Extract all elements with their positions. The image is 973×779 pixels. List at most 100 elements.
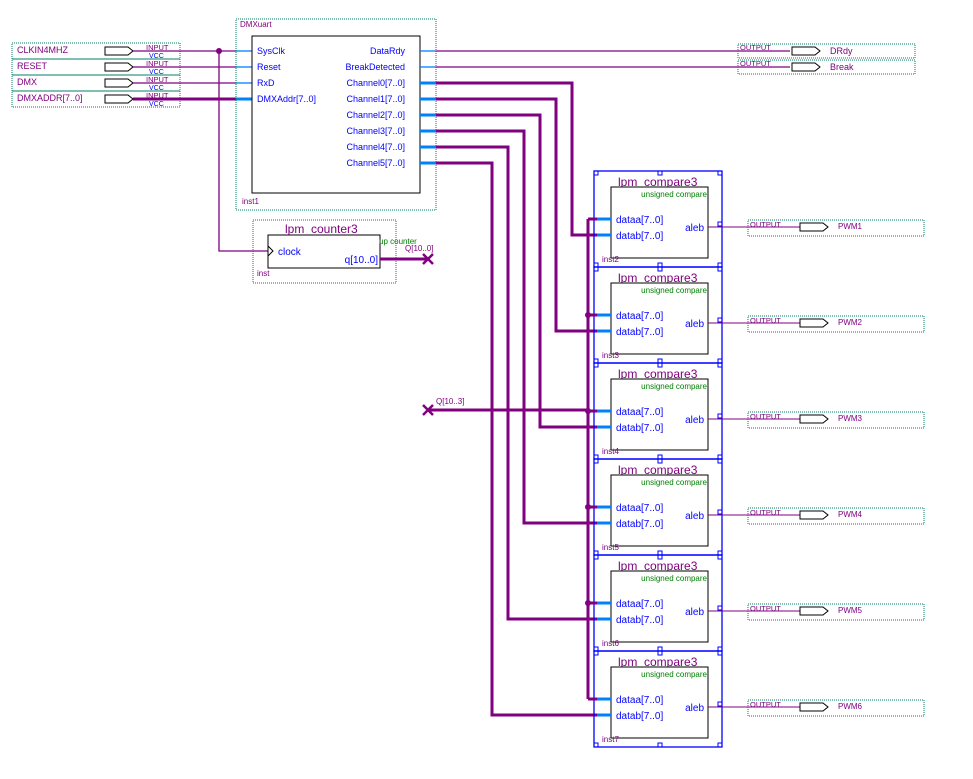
handle-icon [717,413,723,419]
dataa-port: dataa[7..0] [616,311,663,322]
dmxuart-output-port: Channel1[7..0] [346,94,405,104]
pwm-output-pin[interactable] [747,315,925,333]
aleb-port: aleb [685,223,704,234]
dataa-port: dataa[7..0] [616,695,663,706]
pwm-output-pin[interactable] [747,507,925,525]
input-pin-default: VCC [149,85,164,92]
output-pin-icon [791,62,821,72]
handle-icon [717,650,723,656]
dataa-port: dataa[7..0] [616,215,663,226]
bus-label: Q[10..3] [436,397,464,406]
output-pin-icon [799,510,829,520]
output-pin-icon [799,606,829,616]
handle-icon [593,458,599,464]
output-pin-icon [799,414,829,424]
handle-icon [717,554,723,560]
dmxuart-input-port: RxD [257,78,275,88]
compare-block[interactable] [610,570,709,643]
compare-instance: inst6 [602,639,619,648]
output-pin-name: PWM2 [838,318,863,327]
handle-icon [657,650,663,656]
compare-instance: inst4 [602,447,619,456]
channel-bus-3[interactable] [436,129,597,525]
handle-icon [593,362,599,368]
counter-frame[interactable] [252,219,397,284]
dmxuart-output-port: Channel4[7..0] [346,142,405,152]
counter-q-port: q[10..0] [345,255,379,266]
pwm-output-pin[interactable] [747,219,925,237]
pwm-output-pin[interactable] [747,411,925,429]
handle-icon [657,362,663,368]
datab-port: datab[7..0] [616,711,663,722]
compare-type: unsigned compare [641,286,707,295]
channel-bus-4[interactable] [436,145,597,621]
compare-block[interactable] [610,378,709,451]
output-pin-1[interactable] [737,59,916,75]
channel-bus-1[interactable] [436,97,597,333]
output-pin-name: PWM5 [838,606,863,615]
dataa-port: dataa[7..0] [616,599,663,610]
input-pin-default: VCC [149,101,164,108]
channel-bus-0[interactable] [436,81,597,237]
dmxuart-output-port: DataRdy [370,46,406,56]
output-pin-icon [791,46,821,56]
output-pin-icon [799,318,829,328]
channel-bus-5[interactable] [436,161,597,717]
dmxuart-output-port: Channel0[7..0] [346,78,405,88]
channel-bus-2[interactable] [436,113,597,429]
dmxuart-output-port: BreakDetected [345,62,405,72]
dmxuart-frame[interactable] [235,18,437,211]
dmxuart-input-port: SysClk [257,46,286,56]
junction-dot [585,504,591,510]
input-pin-icon [104,78,134,88]
handle-icon [593,170,599,176]
compare-block[interactable] [610,282,709,355]
output-pin-type: OUTPUT [750,220,781,229]
handle-icon [657,742,663,748]
datab-port: datab[7..0] [616,327,663,338]
compare-type: unsigned compare [641,478,707,487]
aleb-port: aleb [685,415,704,426]
output-pin-name: PWM4 [838,510,863,519]
dmxuart-output-port: Channel2[7..0] [346,110,405,120]
counter-clock-port: clock [278,247,302,258]
clock-wire[interactable] [218,51,268,252]
handle-icon [593,650,599,656]
pwm-output-pin[interactable] [747,699,925,717]
datab-port: datab[7..0] [616,231,663,242]
aleb-port: aleb [685,703,704,714]
input-pin-type: INPUT [146,59,169,68]
compare-block[interactable] [610,474,709,547]
input-pin-name: CLKIN4MHZ [17,45,69,55]
output-pin-icon [799,702,829,712]
handle-icon [717,701,723,707]
output-pin-name: Break [830,62,854,72]
compare-title: lpm_compare3 [618,655,698,669]
input-pin-default: VCC [149,53,164,60]
input-pin-type: INPUT [146,43,169,52]
handle-icon [717,605,723,611]
input-pin-icon [104,46,134,56]
junction-dot [585,408,591,414]
handle-icon [593,266,599,272]
output-pin-name: PWM1 [838,222,863,231]
pwm-output-pin[interactable] [747,603,925,621]
junction-dot [585,312,591,318]
output-pin-type: OUTPUT [750,604,781,613]
counter-block[interactable] [267,234,381,269]
compare-block[interactable] [610,186,709,259]
compare-type: unsigned compare [641,382,707,391]
output-pin-type: OUTPUT [740,59,771,68]
output-pin-type: OUTPUT [750,508,781,517]
no-connect-icon [422,253,434,265]
dmxuart-instance: inst1 [242,197,259,206]
compare-title: lpm_compare3 [618,463,698,477]
aleb-port: aleb [685,607,704,618]
compare-block[interactable] [610,666,709,739]
handle-icon [717,221,723,227]
output-pin-name: PWM3 [838,414,863,423]
output-pin-0[interactable] [737,43,916,59]
output-pin-type: OUTPUT [740,43,771,52]
compare-instance: inst5 [602,543,619,552]
